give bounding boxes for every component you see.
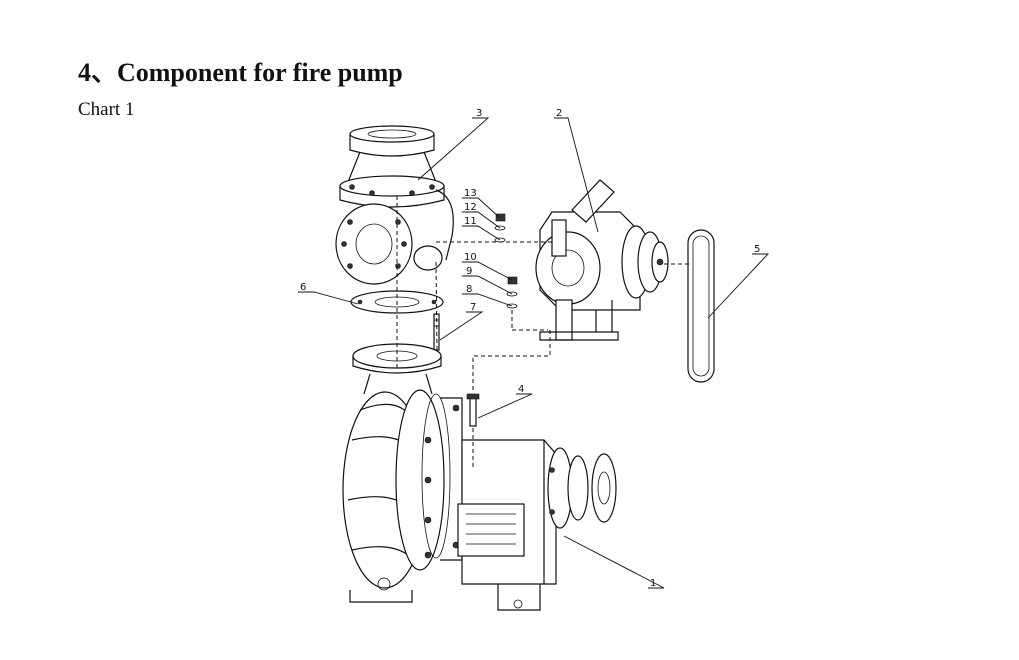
callout-3: 3 bbox=[476, 108, 482, 119]
callout-10: 10 bbox=[464, 252, 477, 263]
chart-caption: Chart 1 bbox=[78, 99, 135, 120]
callout-9: 9 bbox=[466, 266, 472, 277]
bolt-part bbox=[466, 393, 480, 427]
assembly-lines bbox=[396, 196, 692, 470]
callout-8: 8 bbox=[466, 284, 472, 295]
main-pump-body bbox=[342, 389, 617, 611]
valve-elbow-part bbox=[335, 125, 454, 285]
callout-5: 5 bbox=[754, 244, 760, 255]
section-heading: 4、Component for fire pump bbox=[78, 58, 403, 87]
fasteners-8-13 bbox=[494, 213, 518, 309]
callout-labels: 3 2 13 12 11 10 9 8 7 6 5 4 1 bbox=[300, 108, 760, 589]
v-belt-part bbox=[687, 229, 715, 383]
vacuum-pump-part bbox=[535, 179, 669, 341]
callout-12: 12 bbox=[464, 202, 477, 213]
callout-2: 2 bbox=[556, 108, 562, 119]
callout-7: 7 bbox=[470, 302, 476, 313]
callout-13: 13 bbox=[464, 188, 477, 199]
leader-lines bbox=[298, 117, 770, 589]
callout-4: 4 bbox=[518, 384, 524, 395]
callout-6: 6 bbox=[300, 282, 306, 293]
callout-1: 1 bbox=[650, 578, 656, 589]
callout-11: 11 bbox=[464, 216, 477, 227]
